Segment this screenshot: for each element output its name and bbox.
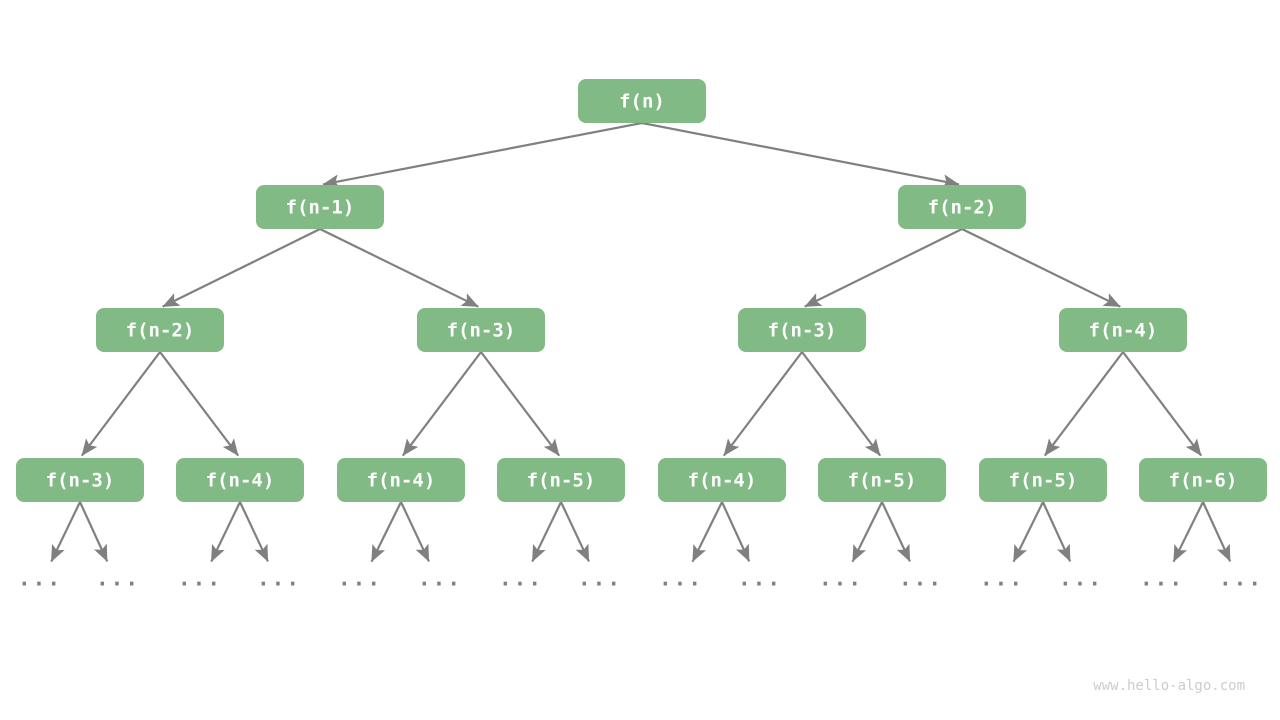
tree-edge [401,351,482,457]
tree-leaf-edge [239,501,269,562]
tree-node-box [337,458,465,502]
tree-edge [722,351,803,457]
tree-node[interactable]: f(n-1) [256,185,384,229]
tree-leaf-edge [370,501,402,563]
tree-node-label: f(n-4) [1089,320,1158,342]
tree-node-label: f(n-5) [527,470,596,492]
leaf-ellipsis: ··· [1140,572,1184,596]
tree-edge [641,121,960,189]
tree-leaf-edge [851,501,883,563]
tree-node-box [497,458,625,502]
leaf-edges-layer [50,501,1232,563]
leaf-ellipsis: ··· [338,572,382,596]
leaf-ellipsis: ··· [578,572,622,596]
tree-leaf-edge [1041,501,1072,562]
tree-node[interactable]: f(n) [578,79,706,123]
tree-node-box [16,458,144,502]
leaf-ellipsis: ··· [659,572,703,596]
tree-leaf-edge [78,501,109,562]
tree-node-box [1139,458,1267,502]
tree-leaf-edge [720,501,751,562]
tree-leaf-edge [1172,501,1204,563]
tree-node[interactable]: f(n-5) [818,458,946,502]
tree-node-box [738,308,866,352]
tree-edge [801,351,882,457]
tree-node[interactable]: f(n-3) [738,308,866,352]
tree-edge [80,351,161,457]
watermark: www.hello-algo.com [1093,678,1245,694]
tree-node-label: f(n-4) [367,470,436,492]
tree-node-box [176,458,304,502]
tree-node[interactable]: f(n-2) [96,308,224,352]
tree-node-label: f(n-4) [206,470,275,492]
leaf-ellipsis: ··· [899,572,943,596]
tree-edge [159,351,240,457]
tree-node[interactable]: f(n-4) [1059,308,1187,352]
tree-edge [961,228,1121,308]
tree-node-box [979,458,1107,502]
nodes-layer: f(n) f(n-1) f(n-2) f(n-2) f(n-3) f(n-3) f(n-4)… [16,79,1267,502]
leaf-ellipsis: ··· [1059,572,1103,596]
tree-leaf-edge [531,501,562,563]
tree-node-box [1059,308,1187,352]
leaf-ellipsis: ··· [18,572,62,596]
tree-edge [1122,351,1203,457]
tree-node[interactable]: f(n-4) [337,458,465,502]
tree-edge [804,228,963,308]
tree-node-box [417,308,545,352]
tree-node-box [96,308,224,352]
tree-leaf-edge [1012,501,1044,563]
tree-leaf-edge [1201,501,1232,562]
tree-edge [319,228,479,308]
tree-node[interactable]: f(n-3) [417,308,545,352]
leaf-ellipsis: ··· [178,572,222,596]
tree-leaf-edge [400,501,430,562]
tree-node-label: f(n-3) [768,320,837,342]
tree-node-label: f(n-3) [46,470,115,492]
tree-node-label: f(n-2) [928,197,997,219]
tree-node[interactable]: f(n-5) [979,458,1107,502]
tree-node-label: f(n-5) [1009,470,1078,492]
tree-node[interactable]: f(n-5) [497,458,625,502]
tree-node-label: f(n-5) [848,470,917,492]
leaf-ellipsis: ··· [738,572,782,596]
leaf-ellipsis: ··· [1219,572,1263,596]
tree-edge [1043,351,1124,457]
tree-node-label: f(n) [619,91,665,113]
tree-edge [322,121,643,189]
tree-leaf-edge [210,501,241,563]
tree-node[interactable]: f(n-4) [176,458,304,502]
tree-node-box [898,185,1026,229]
tree-node-label: f(n-1) [286,197,355,219]
tree-node-label: f(n-3) [447,320,516,342]
tree-edge [480,351,561,457]
tree-node-box [658,458,786,502]
leaf-ellipses-layer: ··· ··· ··· ··· ··· ··· ··· ··· ··· ··· ··· ··· ··· ·… [18,572,1263,596]
tree-node-box [578,79,706,123]
tree-node[interactable]: f(n-2) [898,185,1026,229]
tree-node[interactable]: f(n-4) [658,458,786,502]
tree-node-box [256,185,384,229]
tree-leaf-edge [691,501,723,563]
tree-leaf-edge [881,501,911,562]
leaf-ellipsis: ··· [499,572,543,596]
tree-leaf-edge [50,501,81,563]
tree-node-box [818,458,946,502]
leaf-ellipsis: ··· [819,572,863,596]
leaf-ellipsis: ··· [418,572,462,596]
tree-node[interactable]: f(n-6) [1139,458,1267,502]
tree-node-label: f(n-2) [126,320,195,342]
leaf-ellipsis: ··· [980,572,1024,596]
tree-node-label: f(n-4) [688,470,757,492]
leaf-ellipsis: ··· [96,572,140,596]
edges-layer [80,121,1203,457]
tree-node[interactable]: f(n-3) [16,458,144,502]
leaf-ellipsis: ··· [257,572,301,596]
tree-leaf-edge [560,501,590,562]
tree-node-label: f(n-6) [1169,470,1238,492]
tree-edge [162,228,321,308]
